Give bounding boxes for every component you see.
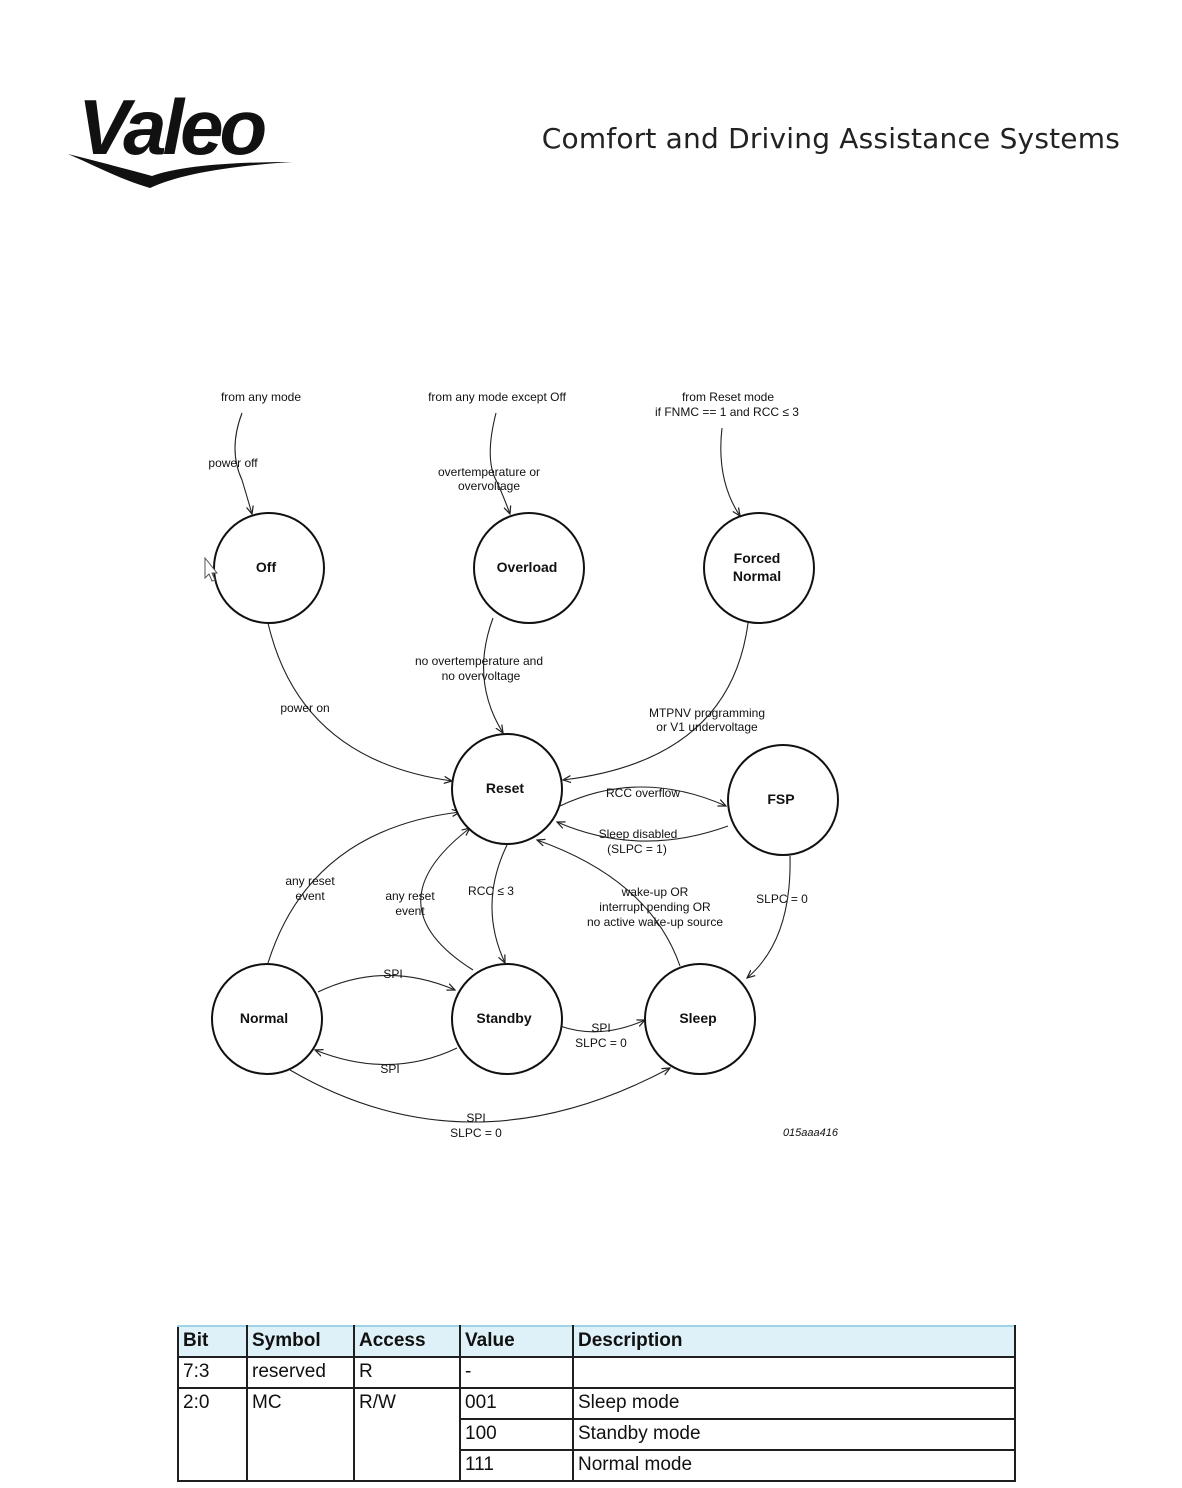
header-bit: Bit: [177, 1325, 248, 1358]
logo-swoosh: [68, 154, 292, 188]
label-from-any-mode: from any mode: [221, 390, 301, 404]
label-mtpnv-1: MTPNV programming: [649, 706, 765, 720]
label-spi-normal-standby: SPI: [383, 967, 402, 981]
cell-description: [572, 1356, 1016, 1389]
label-wake-up-2: interrupt pending OR: [599, 900, 711, 914]
edge-any-to-off: [234, 412, 252, 514]
label-any-reset-1a: any reset: [285, 874, 335, 888]
cell-value: -: [459, 1356, 574, 1389]
edge-standby-to-sleep: [559, 1020, 645, 1033]
label-spi-normal-sleep-2: SLPC = 0: [450, 1126, 502, 1140]
header-subtitle: Comfort and Driving Assistance Systems: [541, 122, 1120, 155]
label-overtemp-1: overtemperature or: [438, 465, 540, 479]
valeo-logo: Valeo: [68, 83, 292, 188]
label-mtpnv-2: or V1 undervoltage: [656, 720, 758, 734]
edge-normal-to-standby: [317, 974, 455, 993]
logo-wordmark: Valeo: [78, 83, 266, 171]
table-row: 7:3 reserved R -: [177, 1356, 1016, 1389]
cell-description: Sleep mode: [572, 1387, 1016, 1420]
edge-reset-to-standby: [491, 844, 508, 963]
label-overtemp-2: overvoltage: [458, 479, 520, 493]
label-any-reset-2b: event: [395, 904, 425, 918]
state-normal: Normal: [211, 963, 323, 1075]
cell-symbol: reserved: [246, 1356, 355, 1389]
edge-standby-to-reset: [420, 828, 474, 971]
state-sleep: Sleep: [644, 963, 756, 1075]
edge-normal-to-sleep: [289, 1068, 670, 1123]
state-fsp: FSP: [727, 744, 839, 856]
mode-control-register-table: Bit Symbol Access Value Description 7:3 …: [177, 1325, 1016, 1482]
label-sleep-disabled-2: (SLPC = 1): [607, 842, 667, 856]
label-rcc-le-3: RCC ≤ 3: [468, 884, 514, 898]
label-power-on: power on: [280, 701, 329, 715]
state-diagram: Off Overload Forced Normal Reset FSP Nor…: [204, 390, 839, 1140]
edge-reset-to-forced: [720, 427, 740, 516]
label-rcc-overflow: RCC overflow: [606, 786, 680, 800]
table-row: 2:0 MC R/W 001 Sleep mode: [177, 1387, 1016, 1482]
label-spi-normal-sleep-1: SPI: [466, 1111, 485, 1125]
cell-description: Normal mode: [572, 1449, 1016, 1482]
svg-text:Off: Off: [256, 559, 277, 575]
edge-any-to-overload: [489, 412, 510, 514]
svg-text:Forced: Forced: [734, 550, 781, 566]
header-description: Description: [572, 1325, 1016, 1358]
label-from-any-except-off: from any mode except Off: [428, 390, 567, 404]
svg-text:Sleep: Sleep: [679, 1010, 716, 1026]
table-row: 111 Normal mode: [178, 1449, 1016, 1482]
edge-fsp-to-sleep: [747, 855, 791, 978]
svg-text:Overload: Overload: [497, 559, 558, 575]
state-forced-normal: Forced Normal: [703, 512, 815, 624]
label-spi-standby-sleep-2: SLPC = 0: [575, 1036, 627, 1050]
svg-text:Normal: Normal: [240, 1010, 288, 1026]
cell-value: 001: [459, 1387, 574, 1420]
svg-text:FSP: FSP: [767, 791, 794, 807]
label-from-reset-1: from Reset mode: [682, 390, 774, 404]
edge-normal-to-reset: [267, 812, 460, 964]
cell-access: R: [353, 1356, 461, 1389]
table-header-row: Bit Symbol Access Value Description: [177, 1325, 1016, 1358]
mouse-cursor-icon: [204, 556, 219, 582]
svg-text:Standby: Standby: [476, 1010, 531, 1026]
edge-fsp-to-reset: [557, 822, 729, 842]
label-spi-standby-normal: SPI: [380, 1062, 399, 1076]
svg-text:Normal: Normal: [733, 568, 781, 584]
edge-reset-to-fsp: [559, 786, 726, 806]
label-power-off: power off: [208, 456, 258, 470]
edge-standby-to-normal: [315, 1047, 458, 1066]
label-spi-standby-sleep-1: SPI: [591, 1021, 610, 1035]
label-no-overtemp-1: no overtemperature and: [415, 654, 543, 668]
edge-off-to-reset: [267, 622, 452, 781]
label-wake-up-3: no active wake-up source: [587, 915, 723, 929]
edge-overload-to-reset: [483, 617, 503, 733]
cell-value: 100: [459, 1418, 574, 1451]
label-no-overtemp-2: no overvoltage: [442, 669, 521, 683]
cell-access: R/W: [353, 1387, 461, 1482]
state-reset: Reset: [451, 733, 563, 845]
header-access: Access: [353, 1325, 461, 1358]
cell-bit: 7:3: [177, 1356, 248, 1389]
svg-text:Reset: Reset: [486, 780, 524, 796]
cell-symbol: MC: [246, 1387, 355, 1482]
label-slpc-0: SLPC = 0: [756, 892, 808, 906]
state-off: Off: [213, 512, 325, 624]
label-from-reset-2: if FNMC == 1 and RCC ≤ 3: [655, 405, 799, 419]
label-wake-up-1: wake-up OR: [621, 885, 689, 899]
label-any-reset-1b: event: [295, 889, 325, 903]
label-any-reset-2a: any reset: [385, 889, 435, 903]
cell-bit: 2:0: [177, 1387, 248, 1482]
label-sleep-disabled-1: Sleep disabled: [599, 827, 678, 841]
table-row: 100 Standby mode: [178, 1418, 1016, 1451]
state-standby: Standby: [451, 963, 563, 1075]
edge-forced-to-reset: [563, 622, 749, 780]
cell-value: 111: [459, 1449, 574, 1482]
state-overload: Overload: [473, 512, 585, 624]
header-symbol: Symbol: [246, 1325, 355, 1358]
header-value: Value: [459, 1325, 574, 1358]
cell-description: Standby mode: [572, 1418, 1016, 1451]
figure-id: 015aaa416: [783, 1127, 839, 1139]
edge-sleep-to-reset: [537, 840, 681, 967]
